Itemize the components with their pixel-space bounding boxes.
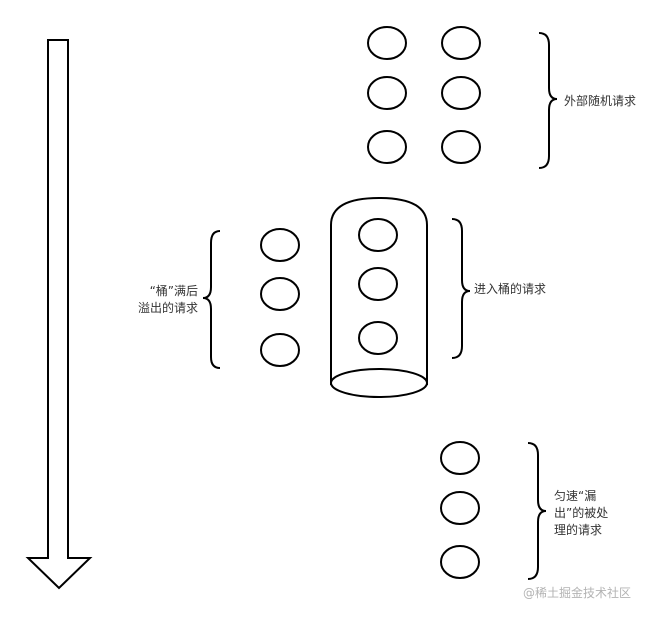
brace-processed: [527, 442, 547, 580]
brace-external: [538, 32, 558, 169]
request-circle: [440, 545, 480, 579]
brace-overflow: [202, 230, 221, 369]
label-overflow-requests: “桶”满后 溢出的请求: [110, 283, 198, 317]
watermark: @稀土掘金技术社区: [523, 586, 632, 600]
request-circle: [441, 130, 481, 164]
processed-requests: [440, 441, 480, 579]
label-overflow-line1: “桶”满后: [149, 284, 198, 298]
label-processed-line2: 出”的被处: [554, 506, 609, 520]
external-requests: [367, 26, 481, 164]
brace-entered: [451, 218, 471, 359]
label-processed-line3: 理的请求: [554, 523, 603, 537]
bucket-bottom: [330, 368, 428, 398]
request-circle: [441, 76, 481, 110]
request-circle: [441, 26, 481, 60]
label-external-text: 外部随机请求: [564, 94, 637, 108]
request-circle: [260, 277, 300, 311]
request-circle: [260, 228, 300, 262]
flow-arrow: [25, 39, 93, 590]
label-entered-text: 进入桶的请求: [474, 282, 547, 296]
request-circle: [367, 26, 407, 60]
request-circle: [358, 321, 398, 355]
label-overflow-line2: 溢出的请求: [137, 301, 198, 315]
label-external-requests: 外部随机请求: [564, 93, 636, 110]
request-circle: [367, 76, 407, 110]
label-processed-line1: 匀速“漏: [554, 489, 597, 503]
request-circle: [260, 333, 300, 367]
entered-requests: [358, 218, 398, 355]
label-processed-requests: 匀速“漏 出”的被处 理的请求: [554, 488, 608, 539]
request-circle: [358, 267, 398, 301]
request-circle: [358, 218, 398, 252]
request-circle: [367, 130, 407, 164]
request-circle: [440, 441, 480, 475]
request-circle: [440, 491, 480, 525]
label-entered-requests: 进入桶的请求: [474, 281, 546, 298]
overflow-requests: [260, 228, 300, 367]
